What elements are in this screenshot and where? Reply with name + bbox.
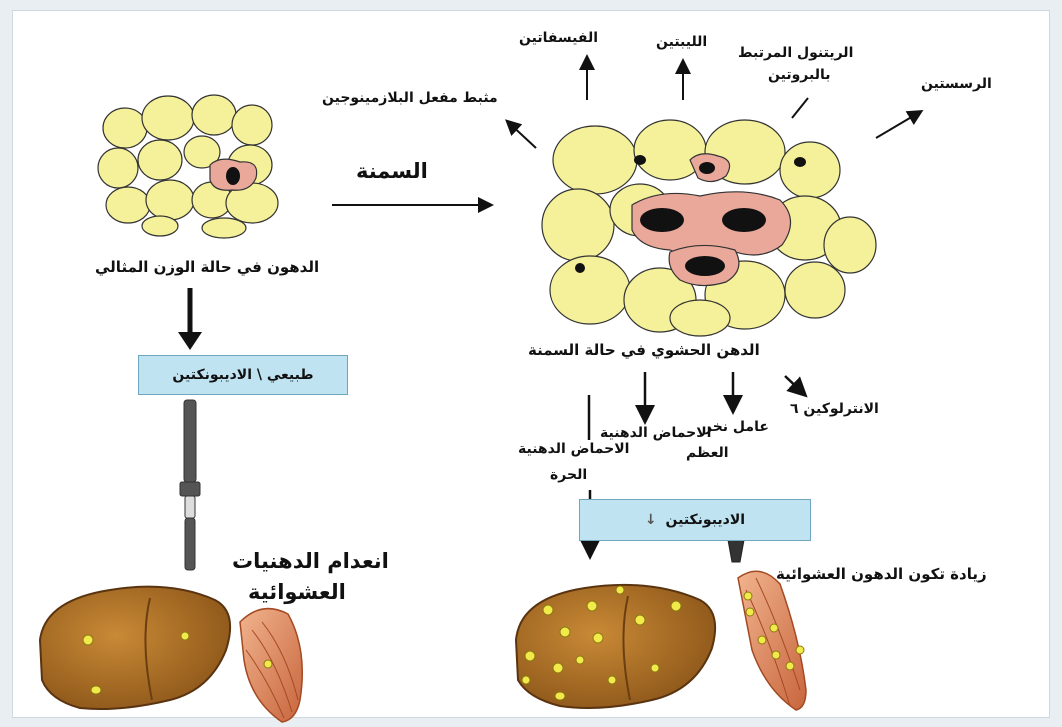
liver-normal <box>40 587 230 709</box>
label-tnf-2: العظم <box>686 444 729 462</box>
adiponectin-normal-box: طبيعي \ الاديبونكتين <box>138 355 348 395</box>
label-visfatin: الفيسفاتين <box>519 29 598 47</box>
muscle-normal-lipid-drop <box>264 660 272 668</box>
label-retinol-1: الريتنول المرتبط <box>738 44 853 62</box>
label-resistin: الرسستين <box>921 75 992 93</box>
down-arrow-icon: ↓ <box>645 512 657 528</box>
label-il6: الانترلوكين ٦ <box>790 400 879 418</box>
label-no-ectopic-lipids-2: العشوائية <box>248 578 346 606</box>
label-tnf-1: عامل نخر <box>704 418 769 436</box>
label-free-fatty-acids-2: الحرة <box>550 466 587 484</box>
label-visceral-fat: الدهن الحشوي في حالة السمنة <box>528 341 760 359</box>
liver-obese <box>516 585 715 708</box>
adiponectin-low-box: الاديبونكتين ↓ <box>579 499 811 541</box>
adiponectin-low-label: الاديبونكتين <box>666 512 746 528</box>
label-retinol-2: بالبروتين <box>768 66 830 84</box>
label-pai: مثبط مفعل البلازمينوجين <box>322 89 498 107</box>
normal-fat-nucleus <box>226 167 240 185</box>
label-leptin: الليبتين <box>656 33 707 51</box>
label-normal-fat: الدهون في حالة الوزن المثالي <box>95 258 319 276</box>
adiponectin-normal-label: طبيعي \ الاديبونكتين <box>172 367 313 383</box>
label-no-ectopic-lipids-1: انعدام الدهنيات <box>232 547 389 575</box>
label-increased-ectopic-lipids: زيادة تكون الدهون العشوائية <box>776 565 987 583</box>
label-fatty-acids: الاحماض الدهنية <box>600 424 711 442</box>
left-down-arrow <box>178 288 202 350</box>
label-free-fatty-acids-1: الاحماض الدهنية <box>518 440 629 458</box>
left-inhibit-connector <box>180 400 200 570</box>
label-obesity: السمنة <box>356 157 428 185</box>
